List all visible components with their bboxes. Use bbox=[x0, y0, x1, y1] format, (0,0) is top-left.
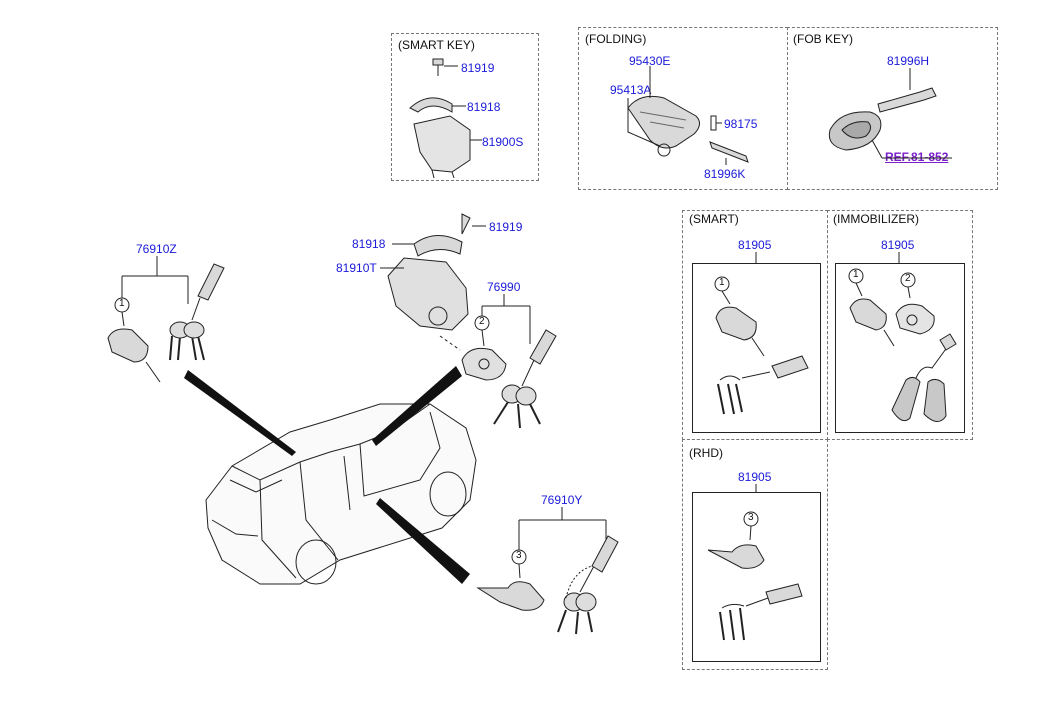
folding-panel-title: (FOLDING) bbox=[585, 32, 647, 46]
ignition-screw-icon bbox=[461, 213, 486, 235]
door-cylinder-icon bbox=[107, 328, 161, 383]
door-set-right-bracket bbox=[518, 507, 607, 550]
part-81905-rhd[interactable]: 81905 bbox=[738, 470, 772, 484]
part-98175[interactable]: 98175 bbox=[724, 117, 758, 131]
fob-key-panel-title: (FOB KEY) bbox=[793, 32, 854, 46]
part-81919-main[interactable]: 81919 bbox=[489, 220, 523, 234]
callout-2-main-label: 2 bbox=[479, 316, 485, 327]
folding-panel bbox=[578, 27, 788, 190]
rhd-part-box bbox=[692, 492, 821, 662]
key-pair-icon bbox=[493, 329, 557, 429]
callout-1-smart-label: 1 bbox=[719, 277, 725, 288]
part-95430e[interactable]: 95430E bbox=[629, 54, 671, 68]
smart-key-panel-title: (SMART KEY) bbox=[398, 38, 475, 52]
callout-2-immobilizer-label: 2 bbox=[905, 273, 911, 284]
immobilizer-panel-title: (IMMOBILIZER) bbox=[833, 212, 919, 226]
part-76990[interactable]: 76990 bbox=[487, 280, 521, 294]
part-81905-smart[interactable]: 81905 bbox=[738, 238, 772, 252]
fob-key-panel bbox=[787, 27, 998, 190]
tailgate-cylinder-icon bbox=[439, 335, 507, 381]
leader-strokes bbox=[184, 366, 470, 584]
smart-key-panel bbox=[391, 33, 539, 181]
vehicle-outline bbox=[205, 403, 477, 585]
ignition-bracket-icon bbox=[392, 235, 463, 257]
immobilizer-part-box bbox=[835, 263, 965, 433]
part-81918-main[interactable]: 81918 bbox=[352, 237, 386, 251]
smart-panel-title: (SMART) bbox=[689, 212, 739, 226]
ignition-lock-assembly-icon bbox=[380, 257, 469, 331]
callout-3-rhd-label: 3 bbox=[748, 512, 754, 523]
callout-1-immobilizer-label: 1 bbox=[853, 269, 859, 280]
smart-part-box bbox=[692, 263, 821, 433]
part-95413a[interactable]: 95413A bbox=[610, 83, 652, 97]
part-81905-immobilizer[interactable]: 81905 bbox=[881, 238, 915, 252]
callout-1-main-label: 1 bbox=[119, 298, 125, 309]
immobilizer-panel bbox=[827, 210, 973, 440]
callout-3-main-label: 3 bbox=[516, 550, 522, 561]
part-81996k[interactable]: 81996K bbox=[704, 167, 746, 181]
rhd-panel bbox=[682, 439, 828, 670]
part-76910y[interactable]: 76910Y bbox=[541, 493, 583, 507]
rhd-panel-title: (RHD) bbox=[689, 446, 723, 460]
key-pair-icon bbox=[169, 263, 225, 361]
door-cylinder-icon bbox=[476, 581, 545, 611]
part-81910t[interactable]: 81910T bbox=[336, 261, 377, 275]
part-76910z[interactable]: 76910Z bbox=[136, 242, 177, 256]
part-81900s[interactable]: 81900S bbox=[482, 135, 524, 149]
part-81996h[interactable]: 81996H bbox=[887, 54, 930, 68]
part-81919-top[interactable]: 81919 bbox=[461, 61, 495, 75]
part-81918-top[interactable]: 81918 bbox=[467, 100, 501, 114]
key-pair-icon bbox=[557, 535, 619, 635]
tailgate-set-bracket bbox=[481, 294, 531, 344]
ref-81-852-link[interactable]: REF.81-852 bbox=[885, 150, 949, 164]
door-set-left-bracket bbox=[121, 256, 189, 304]
